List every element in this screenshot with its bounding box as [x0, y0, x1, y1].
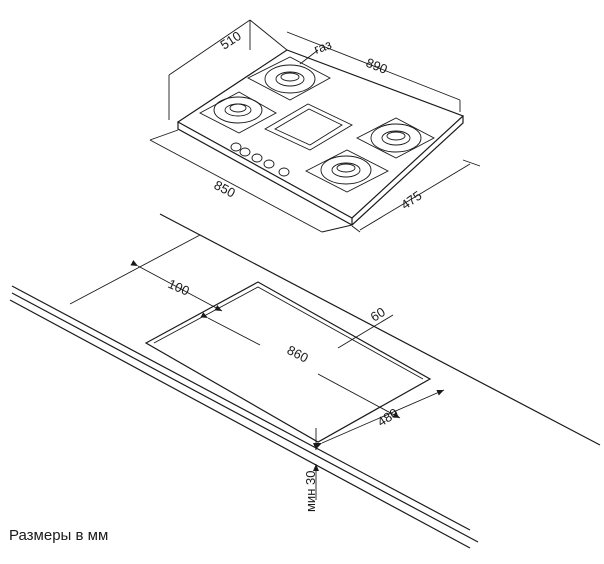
- units-caption: Размеры в мм: [9, 527, 109, 544]
- dim-depth: 510: [168, 19, 288, 120]
- gas-inlet-callout: газ: [299, 37, 334, 65]
- dim-depth-outer-label: 475: [398, 188, 424, 213]
- dim-offset-label: 100: [166, 276, 192, 299]
- dim-min-thickness-label: мин 30: [303, 471, 318, 512]
- dim-offset: 100: [130, 260, 223, 312]
- dim-width-label: 850: [212, 177, 238, 200]
- dim-length: 860: [200, 312, 401, 419]
- gas-label: газ: [312, 37, 334, 57]
- countertop-back-edge: [159, 213, 601, 446]
- dim-cutout-depth: 480: [314, 389, 445, 449]
- cooking-zone-center: [264, 103, 353, 151]
- dim-back-margin: 60: [337, 304, 394, 349]
- countertop-drawing: 100 60 860 480 мин 30: [9, 213, 601, 549]
- dim-min-thickness: мин 30: [303, 428, 319, 512]
- control-knobs: [230, 142, 290, 177]
- dim-depth-label: 510: [217, 28, 243, 52]
- countertop-front-edge-lower: [11, 292, 479, 543]
- hob-drawing: 510 газ 890 850 475: [149, 19, 481, 233]
- dim-width-outer-label: 890: [364, 55, 390, 77]
- hob-front-edge: [177, 116, 464, 226]
- dim-back-margin-label: 60: [368, 304, 388, 324]
- dim-length-label: 860: [285, 342, 311, 365]
- burner-back: [247, 56, 331, 101]
- burner-front: [305, 149, 389, 193]
- dim-cutout-depth-label: 480: [374, 405, 400, 429]
- burner-left: [199, 91, 277, 134]
- dim-width: 850: [149, 129, 353, 233]
- burner-right: [356, 117, 435, 159]
- countertop-front-edge: [11, 285, 471, 531]
